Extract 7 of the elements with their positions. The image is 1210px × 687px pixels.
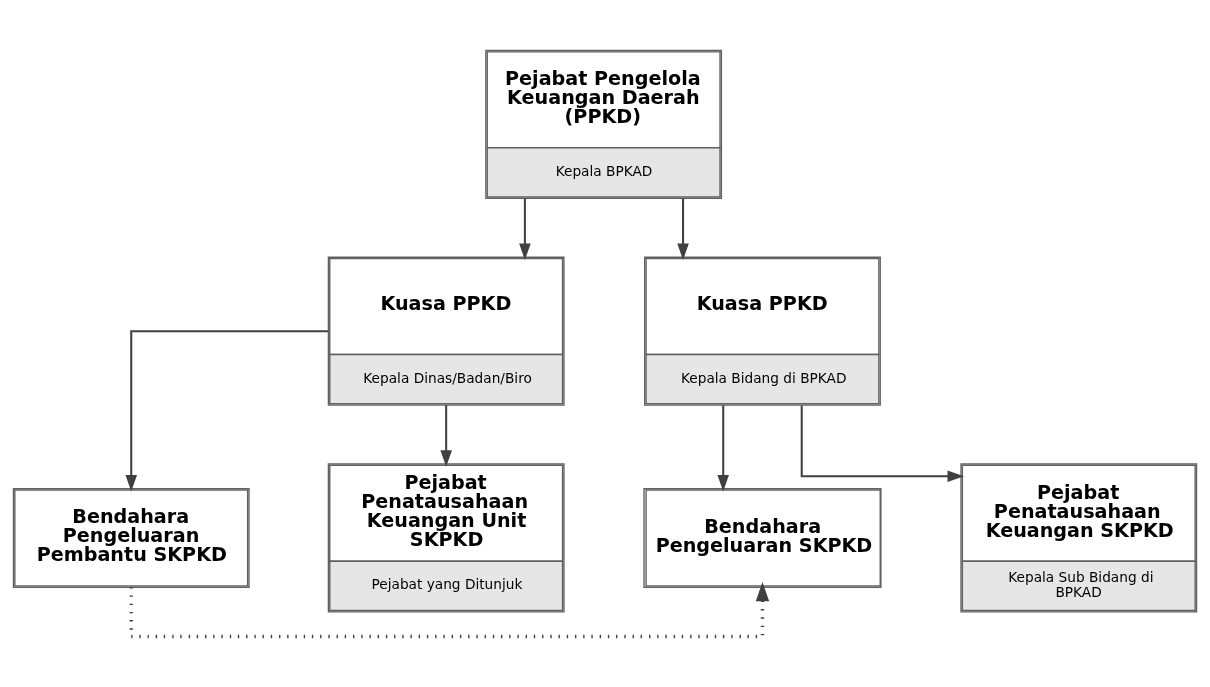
arrow [519,198,531,261]
arrow [125,330,328,492]
arrow [129,582,770,639]
arrow [677,198,689,261]
arrow [800,405,964,483]
arrow [717,405,729,492]
arrow [440,405,452,467]
